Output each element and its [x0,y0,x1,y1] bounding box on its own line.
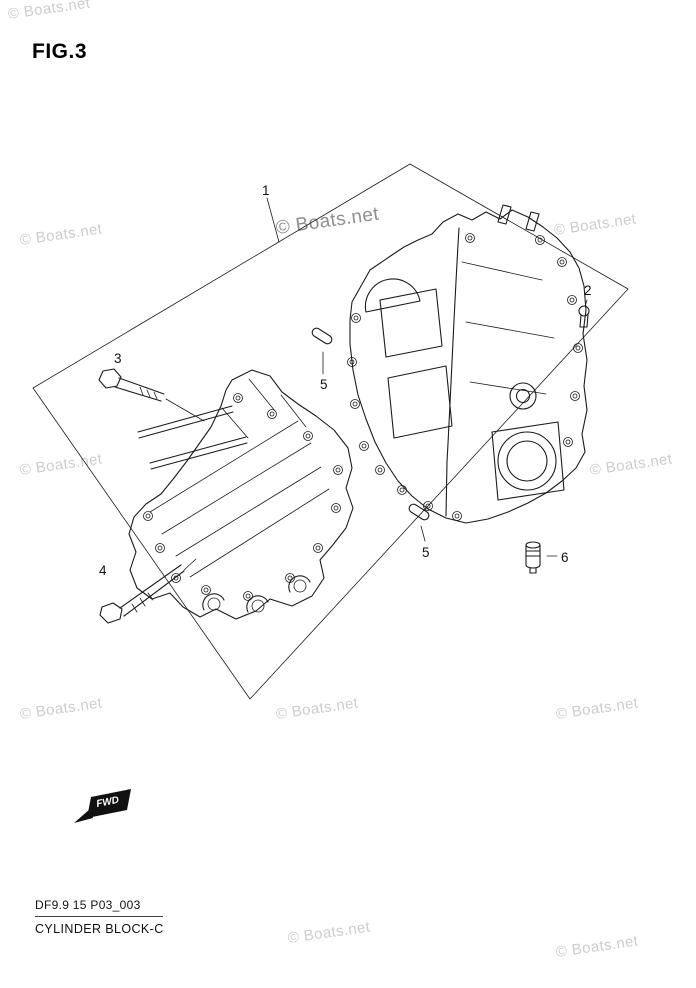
callout-6: 6 [561,550,569,565]
plug-6 [525,541,541,574]
bounding-box [32,163,629,700]
leader-lines [165,197,588,571]
footer-part-code: DF9.9 15 P03_003 [35,898,141,912]
crankcase-left [128,369,354,620]
callout-1: 1 [262,183,270,198]
screw-4 [99,564,185,624]
footer-figure-title: CYLINDER BLOCK-C [35,922,164,936]
callout-5a: 5 [320,377,328,392]
dowel-pin-5b [408,503,430,521]
callout-4: 4 [99,563,107,578]
figure-title: FIG.3 [32,40,88,63]
callout-3: 3 [114,351,122,366]
footer-divider [35,916,163,917]
dowel-pin-5a [311,327,333,345]
fwd-flag-label: FWD [95,795,119,810]
callout-5b: 5 [422,545,430,560]
bolt-2 [578,305,590,328]
screw-3 [98,368,165,402]
fwd-flag: FWD [74,789,131,823]
callout-2: 2 [584,283,592,298]
cylinder-block-right [347,204,588,524]
